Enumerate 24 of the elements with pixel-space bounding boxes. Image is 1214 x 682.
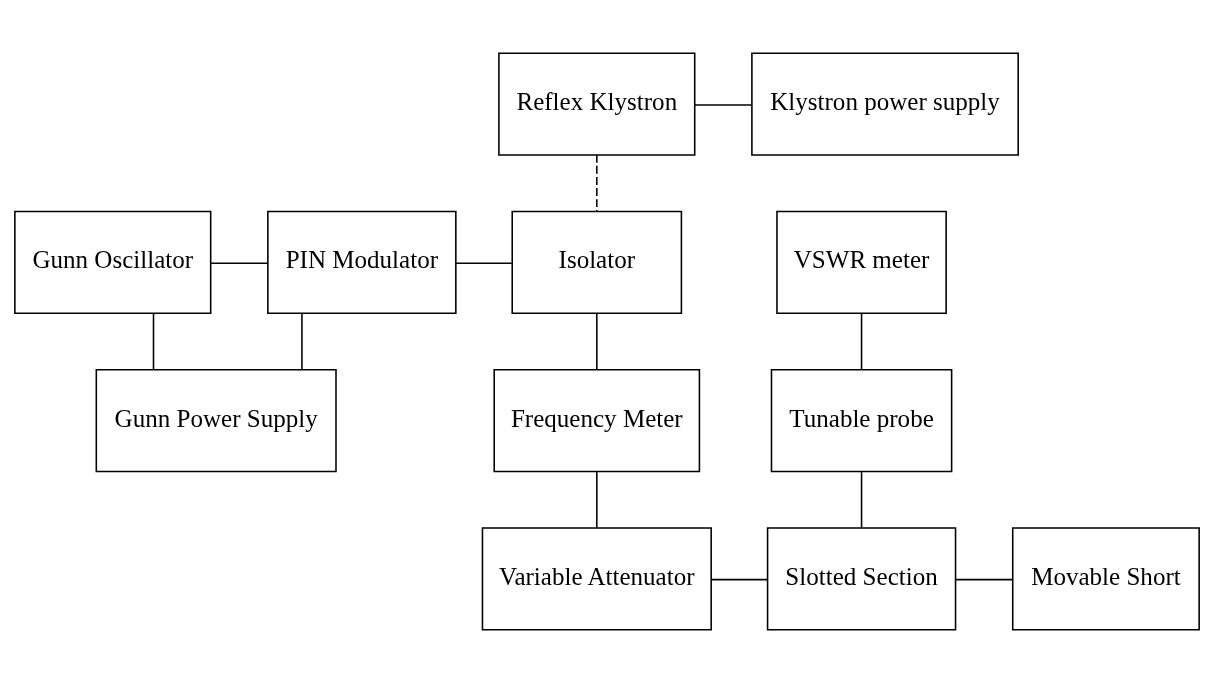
node-box: Isolator [511, 210, 683, 314]
node-box: VSWR meter [776, 210, 947, 314]
connector [596, 312, 598, 370]
connector [210, 261, 269, 264]
connector [152, 312, 155, 370]
connector [860, 470, 863, 528]
node-box: Variable Attenuator [481, 526, 712, 630]
connector [455, 261, 513, 264]
node-box: Slotted Section [766, 526, 957, 630]
connector [710, 578, 769, 580]
node-box: Gunn Power Supply [95, 368, 337, 472]
connector [955, 578, 1014, 580]
node-box: Klystron power supply [751, 52, 1019, 156]
connector [694, 103, 753, 106]
connector [596, 470, 598, 528]
node-box: Movable Short [1011, 526, 1200, 630]
connector [860, 312, 863, 370]
node-box: Frequency Meter [493, 368, 701, 472]
node-box: Reflex Klystron [498, 52, 696, 156]
connector [301, 312, 303, 370]
node-box: Tunable probe [770, 368, 953, 472]
node-box: Gunn Oscillator [14, 210, 212, 314]
connector [596, 153, 598, 212]
node-box: PIN Modulator [267, 210, 457, 314]
